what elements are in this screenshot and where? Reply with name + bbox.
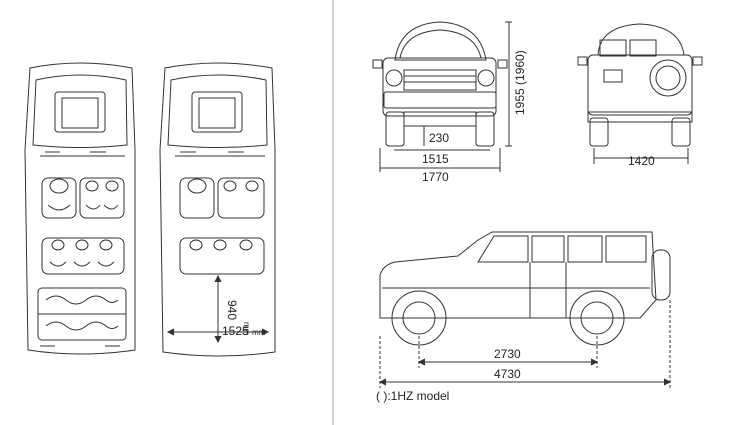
cargo-length-dimension bbox=[214, 274, 222, 344]
model-note: ( ):1HZ model bbox=[376, 389, 449, 403]
rear-tread-label: 1420 bbox=[628, 154, 655, 168]
cargo-length-unit: mm bbox=[242, 322, 251, 336]
front-view bbox=[372, 21, 508, 147]
rear-view bbox=[577, 23, 703, 147]
second-seat-row bbox=[41, 237, 125, 275]
second-seat-row-b bbox=[179, 237, 265, 275]
side-view-dimension-lines bbox=[378, 300, 672, 388]
rear-view-dimension-lines bbox=[593, 148, 689, 164]
front-view-dimension-lines bbox=[379, 21, 512, 172]
ground-clearance-label: 230 bbox=[429, 131, 449, 145]
plan-view-seating-layout-b bbox=[159, 62, 276, 357]
cargo-width-unit: mm bbox=[252, 328, 266, 337]
overall-width-label: 1770 bbox=[422, 170, 449, 184]
cargo-width-dimension bbox=[166, 328, 270, 336]
cargo-length-label: 940 bbox=[225, 300, 239, 320]
front-seat-row-b bbox=[179, 177, 265, 219]
overall-height-label: 1955 (1960) bbox=[513, 50, 527, 115]
side-view bbox=[379, 231, 671, 346]
rear-side-seats bbox=[37, 287, 127, 341]
front-tread-label: 1515 bbox=[422, 152, 449, 166]
front-seat-row bbox=[41, 177, 125, 219]
cargo-width-label: 1525 bbox=[222, 324, 249, 338]
wheelbase-label: 2730 bbox=[494, 347, 521, 361]
plan-view-seating-layout-a bbox=[24, 62, 136, 355]
overall-length-label: 4730 bbox=[494, 367, 521, 381]
